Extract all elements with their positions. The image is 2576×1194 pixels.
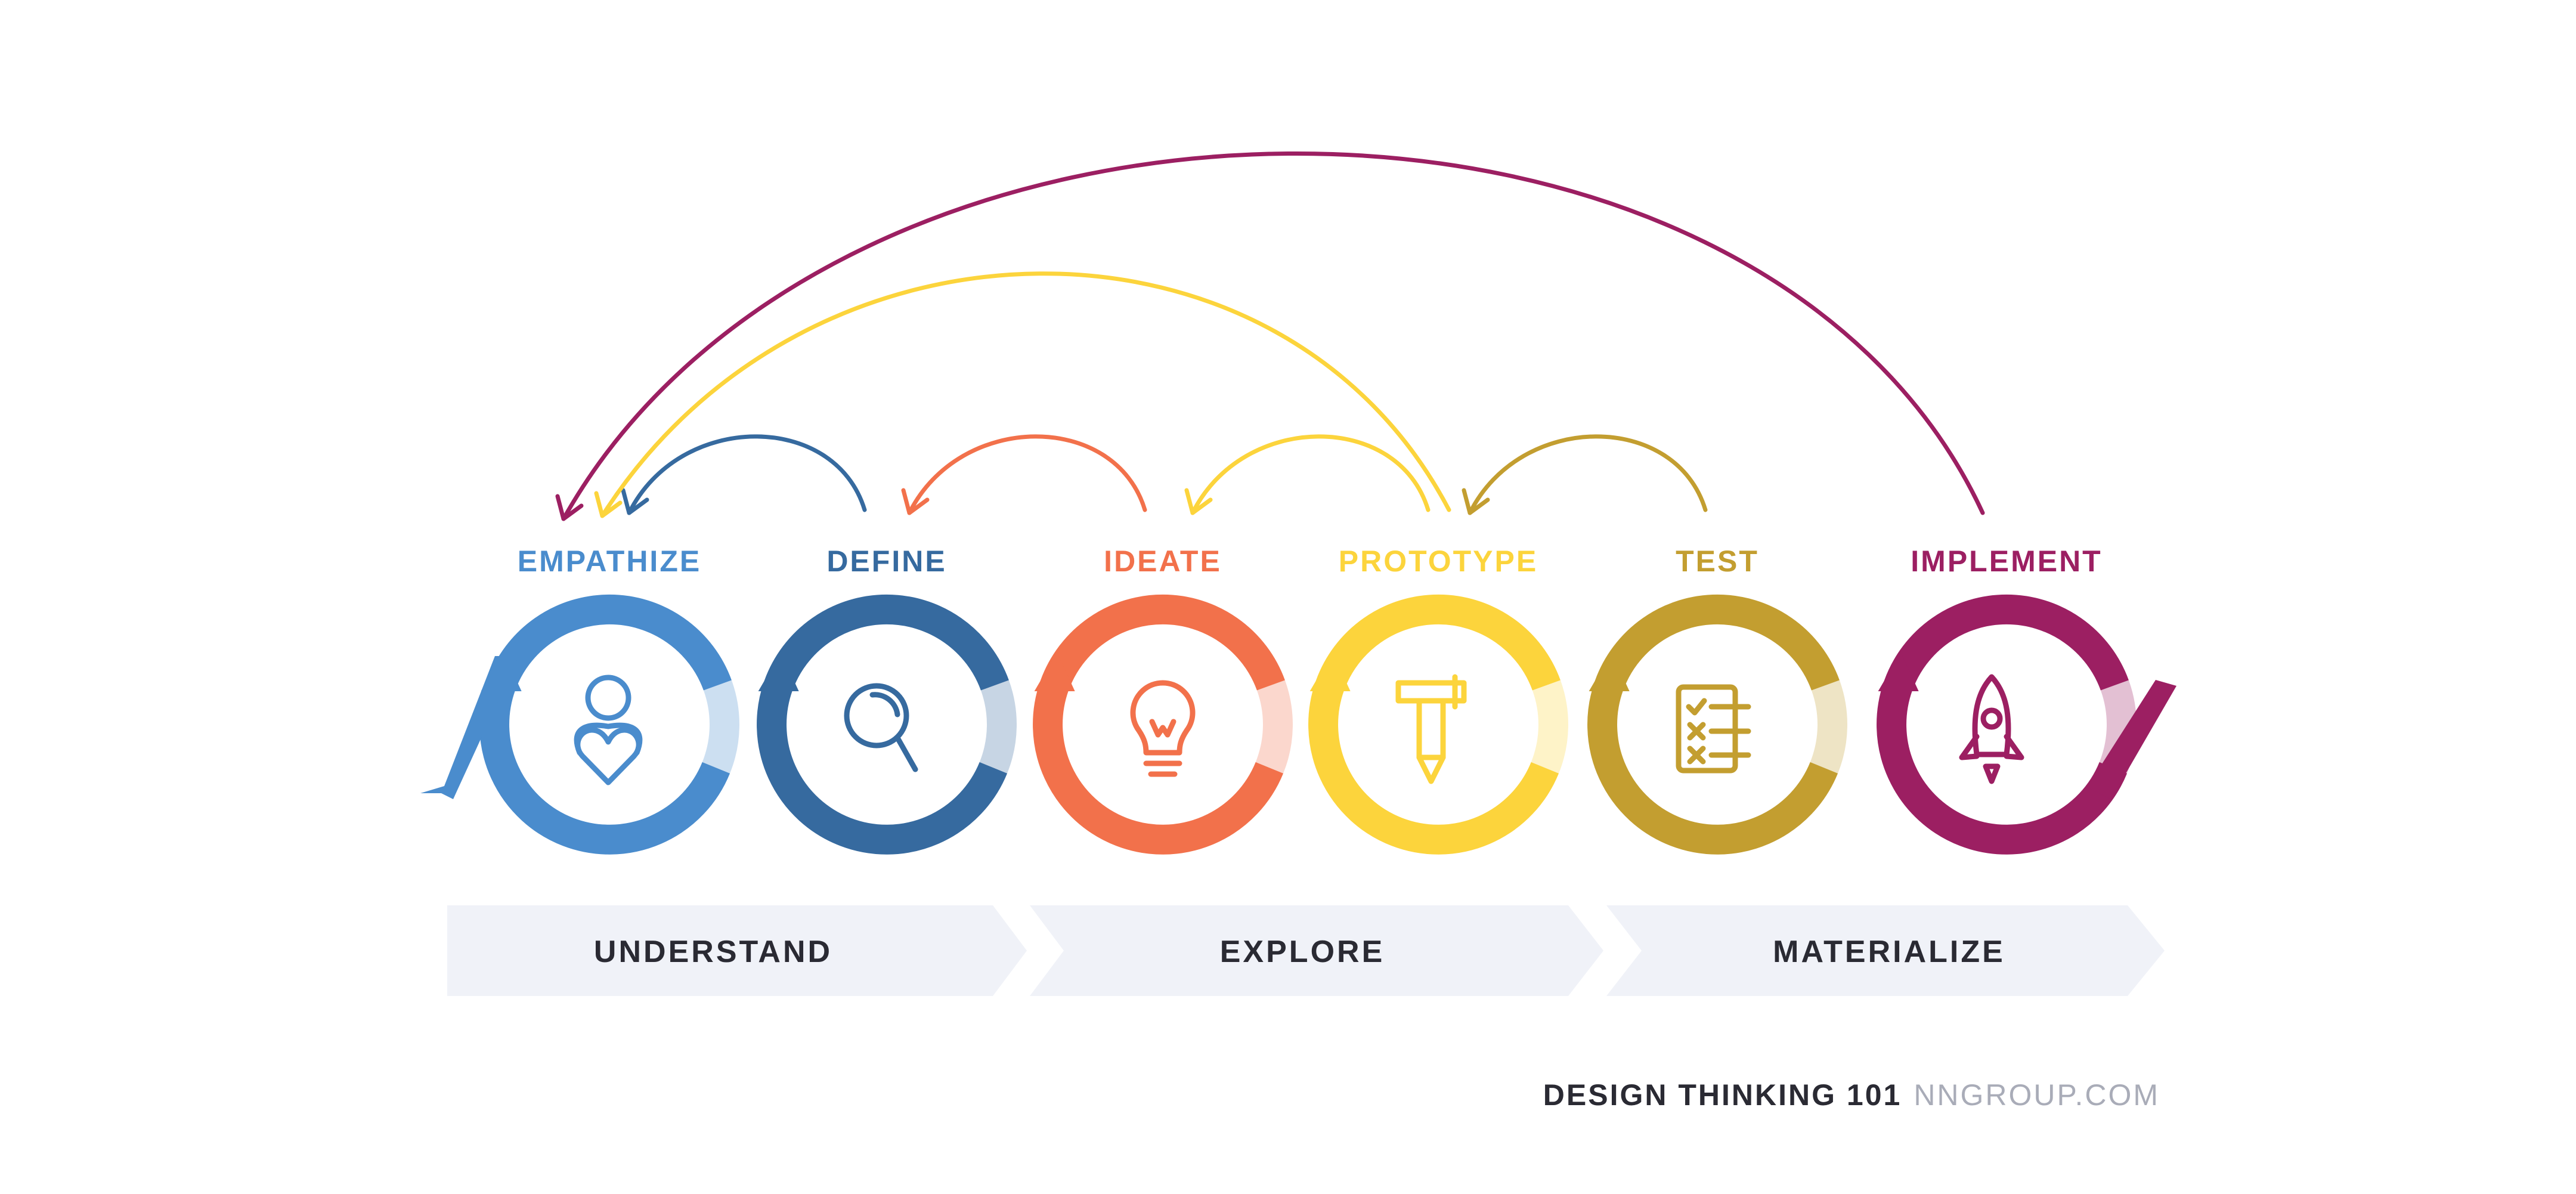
phase-label-materialize: MATERIALIZE [1773,935,2005,969]
ring-fade-segment [1531,680,1568,774]
hammer-pencil-icon [1395,674,1467,784]
ring-arrowhead [1034,652,1075,691]
ring-arrowhead [758,652,799,691]
feedback-arrows [555,151,1985,521]
ring-main [757,594,1009,855]
ring-main [479,594,732,855]
stage-rings [420,594,2176,855]
ring-main [1877,594,2129,855]
ring-test [1587,594,1847,855]
magnifying-glass-icon [844,683,918,772]
stage-label-empathize: EMPATHIZE [518,545,701,578]
phase-explore [1030,905,1603,996]
phase-understand [447,905,1027,996]
feedback-arc [627,434,867,515]
ring-fade-segment [1255,680,1293,774]
phase-bar: UNDERSTAND EXPLORE MATERIALIZE [447,905,2165,996]
ring-empathize [479,594,739,855]
feedback-arc [600,271,1451,518]
ring-tail-right [2087,680,2176,799]
feedback-arc [1467,434,1708,515]
phase-label-explore: EXPLORE [1220,935,1385,969]
ring-fade-segment [702,680,739,774]
ring-arrowhead [1309,652,1351,691]
feedback-arc [561,151,1985,521]
ring-arrowhead [1878,652,1919,691]
phase-materialize [1606,905,2165,996]
phase-label-understand: UNDERSTAND [594,935,832,969]
ring-fade-segment [979,680,1017,774]
ring-main [1033,594,1285,855]
feedback-arc [1190,434,1431,515]
feedback-arc [907,434,1147,515]
feedback-arrowhead [621,488,649,515]
footer: DESIGN THINKING 101 NNGROUP.COM [1543,1078,2160,1112]
ring-main [1587,594,1840,855]
stage-icons [574,674,2024,785]
stage-label-define: DEFINE [826,545,946,578]
ring-fade-segment [1810,680,1847,774]
feedback-arrowhead [1184,488,1213,515]
ring-tail-left [420,656,519,799]
feedback-arrowhead [1462,488,1490,515]
ring-define [757,594,1017,855]
stage-label-ideate: IDEATE [1104,545,1222,578]
person-heart-icon [574,675,643,785]
footer-source: NNGROUP.COM [1914,1078,2160,1112]
rocket-icon [1959,674,2024,784]
stage-label-test: TEST [1676,545,1759,578]
feedback-arrowhead [555,494,584,521]
footer-title: DESIGN THINKING 101 [1543,1078,1902,1112]
lightbulb-icon [1130,680,1196,777]
stage-label-implement: IMPLEMENT [1911,545,2102,578]
feedback-arrowhead [594,491,623,518]
ring-main [1308,594,1561,855]
ring-prototype [1308,594,1568,855]
feedback-arrowhead [901,488,930,515]
ring-arrowhead [1589,652,1630,691]
checklist-icon [1676,684,1751,774]
ring-ideate [1033,594,1293,855]
stage-labels: EMPATHIZE DEFINE IDEATE PROTOTYPE TEST I… [518,545,2102,578]
stage-label-prototype: PROTOTYPE [1339,545,1538,578]
